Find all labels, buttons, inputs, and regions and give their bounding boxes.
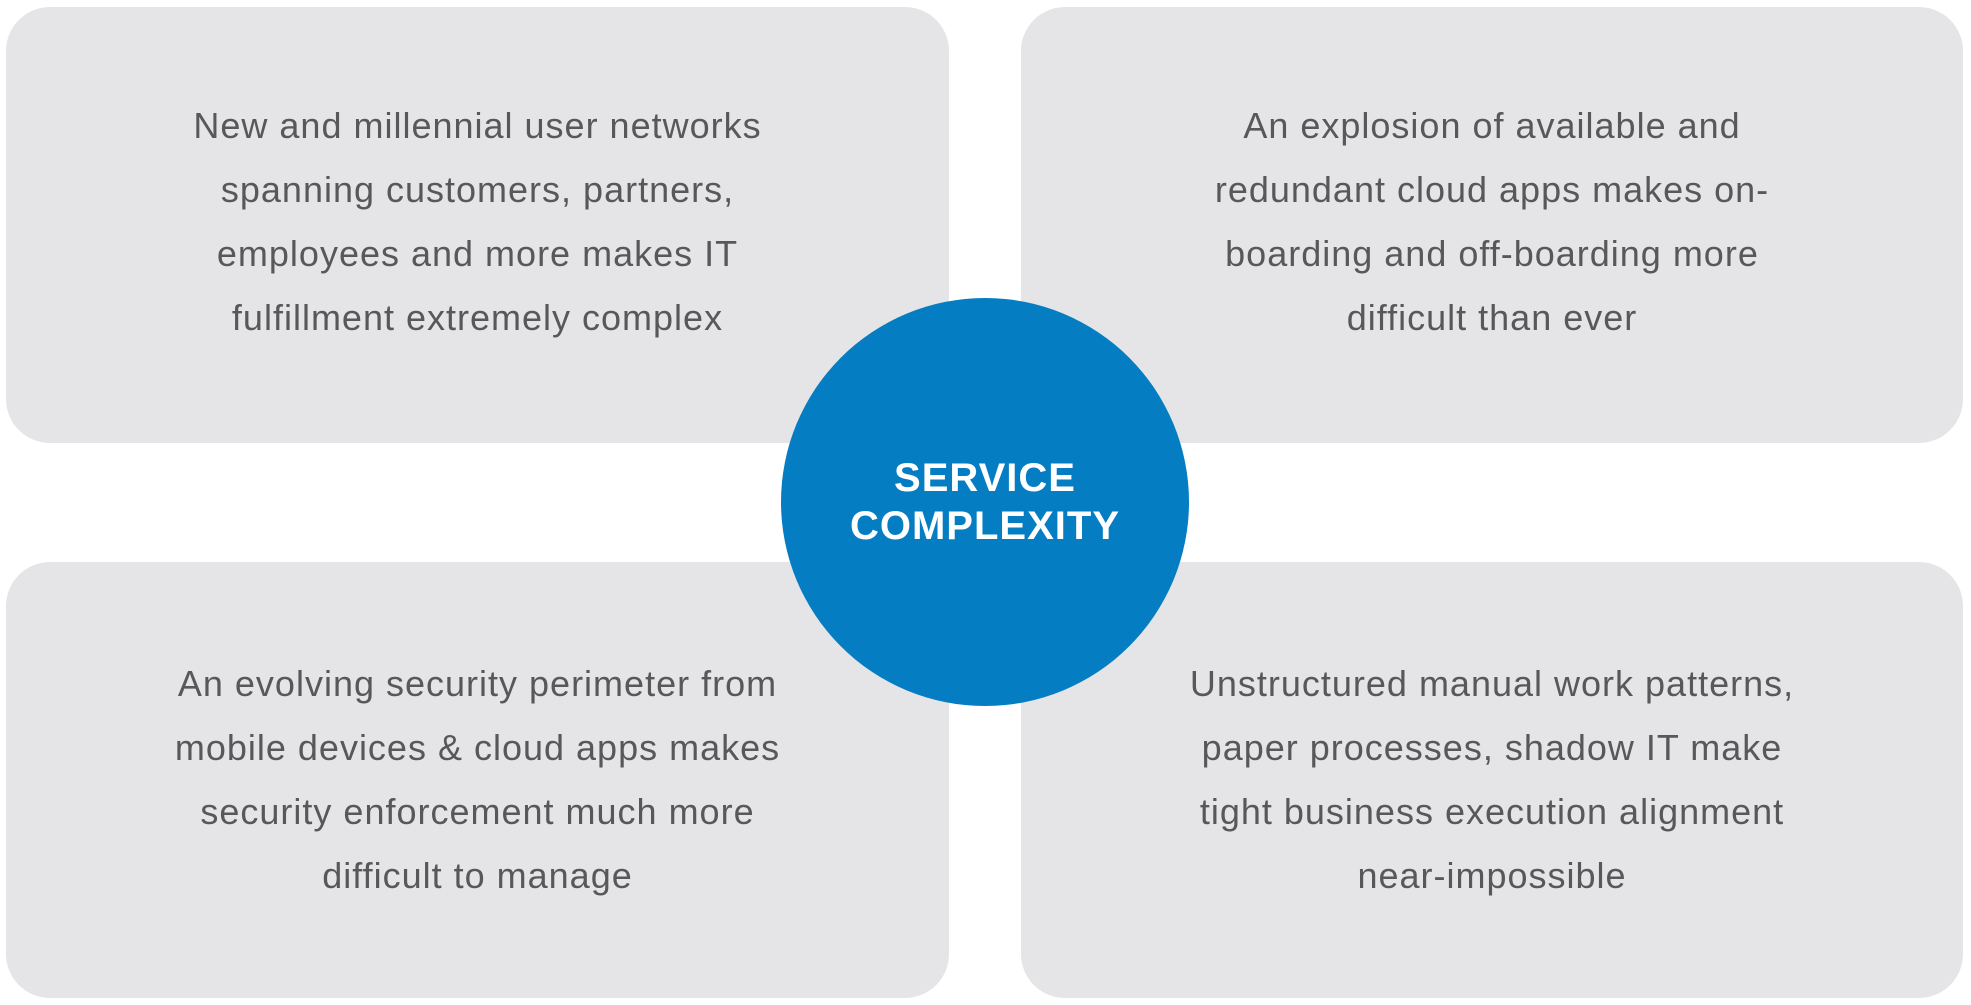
hub-title-line: COMPLEXITY (849, 504, 1121, 548)
card-text: An evolving security perimeter from mobi… (175, 652, 780, 908)
card-text-line: An explosion of available and (1243, 105, 1741, 146)
card-text-line: mobile devices & cloud apps makes (174, 727, 781, 768)
card-text-line: fulfillment extremely complex (231, 297, 724, 338)
card-text: New and millennial user networks spannin… (193, 94, 761, 350)
card-text: An explosion of available and redundant … (1215, 94, 1769, 350)
card-text-line: Unstructured manual work patterns, (1189, 663, 1795, 704)
card-manual-work: Unstructured manual work patterns, paper… (1021, 562, 1963, 998)
hub-title-line: SERVICE (894, 456, 1076, 500)
card-text: Unstructured manual work patterns, paper… (1190, 652, 1794, 908)
card-cloud-apps: An explosion of available and redundant … (1021, 7, 1963, 443)
card-text-line: boarding and off-boarding more (1225, 233, 1759, 274)
card-text-line: tight business execution alignment (1199, 791, 1785, 832)
card-text-line: An evolving security perimeter from (177, 663, 778, 704)
card-text-line: near-impossible (1357, 855, 1627, 896)
card-text-line: New and millennial user networks (193, 105, 762, 146)
card-text-line: paper processes, shadow IT make (1201, 727, 1783, 768)
card-text-line: redundant cloud apps makes on- (1214, 169, 1770, 210)
card-text-line: spanning customers, partners, (220, 169, 735, 210)
card-text-line: employees and more makes IT (216, 233, 739, 274)
card-text-line: difficult than ever (1346, 297, 1638, 338)
card-text-line: security enforcement much more (200, 791, 755, 832)
card-user-networks: New and millennial user networks spannin… (6, 7, 949, 443)
card-text-line: difficult to manage (322, 855, 633, 896)
card-security-perimeter: An evolving security perimeter from mobi… (6, 562, 949, 998)
service-complexity-hub: SERVICE COMPLEXITY (781, 298, 1189, 706)
